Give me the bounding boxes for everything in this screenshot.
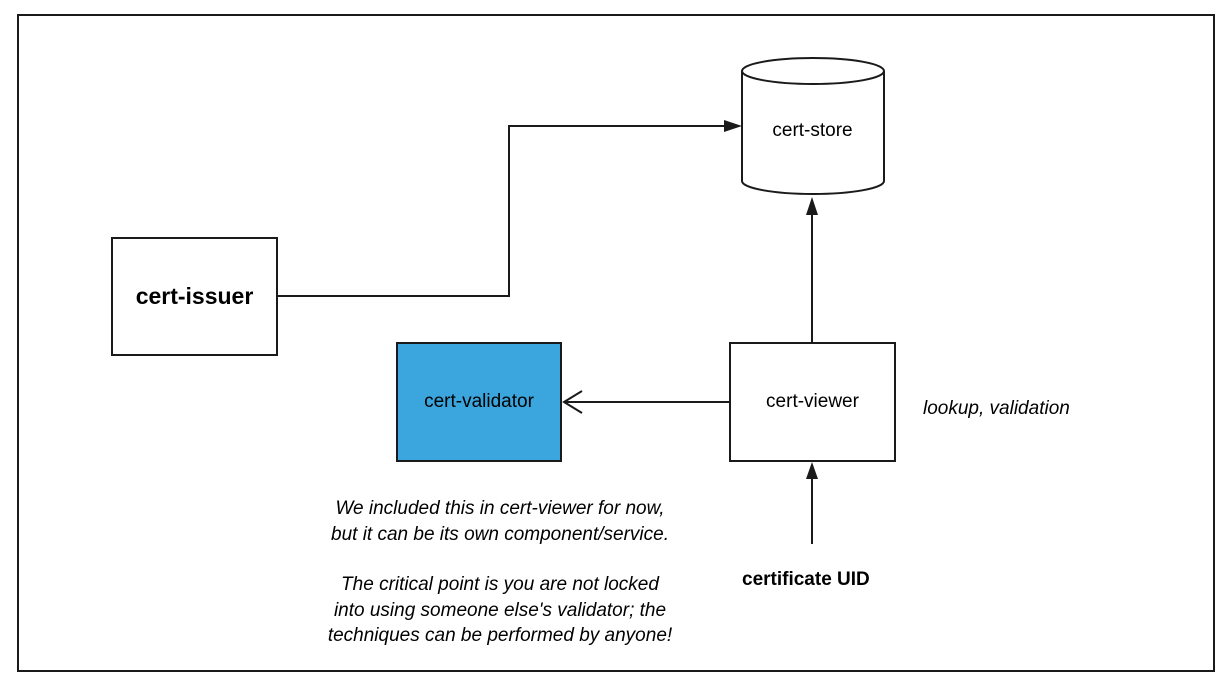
validator-note-line: The critical point is you are not locked [341, 574, 659, 595]
edge-uid-to-viewer [806, 462, 818, 544]
validator-note-line: techniques can be performed by anyone! [327, 625, 673, 646]
edge-viewer-to-store [806, 197, 818, 342]
cert-store-top [741, 57, 885, 85]
edge-uid-to-viewer-arrowhead [806, 462, 818, 479]
cert-issuer-label: cert-issuer [135, 283, 254, 309]
cert-viewer-label: cert-viewer [766, 391, 859, 412]
viewer-side-note: lookup, validation [923, 398, 1070, 419]
edge-viewer-to-store-arrowhead [806, 197, 818, 215]
edge-issuer-to-store [278, 120, 742, 297]
certificate-uid-label: certificate UID [742, 569, 870, 590]
validator-note-paragraph-gap [280, 547, 720, 572]
edge-viewer-to-validator [562, 390, 729, 414]
cert-store-label: cert-store [772, 120, 853, 141]
validator-note: We included this in cert-viewer for now,… [280, 496, 720, 649]
cert-viewer-node: cert-viewer [729, 342, 896, 462]
cert-store-cylinder [741, 57, 885, 195]
cert-validator-node: cert-validator [396, 342, 562, 462]
cert-store-body [741, 71, 885, 195]
cert-validator-label: cert-validator [424, 391, 534, 412]
edge-issuer-to-store-arrowhead [724, 120, 742, 132]
validator-note-line: We included this in cert-viewer for now, [335, 498, 665, 519]
validator-note-line: into using someone else's validator; the [333, 599, 667, 621]
edge-issuer-to-store-line [278, 125, 724, 297]
cert-issuer-node: cert-issuer [111, 237, 278, 356]
validator-note-line: but it can be its own component/service. [331, 523, 669, 545]
edge-viewer-to-validator-arrowhead [562, 390, 583, 414]
